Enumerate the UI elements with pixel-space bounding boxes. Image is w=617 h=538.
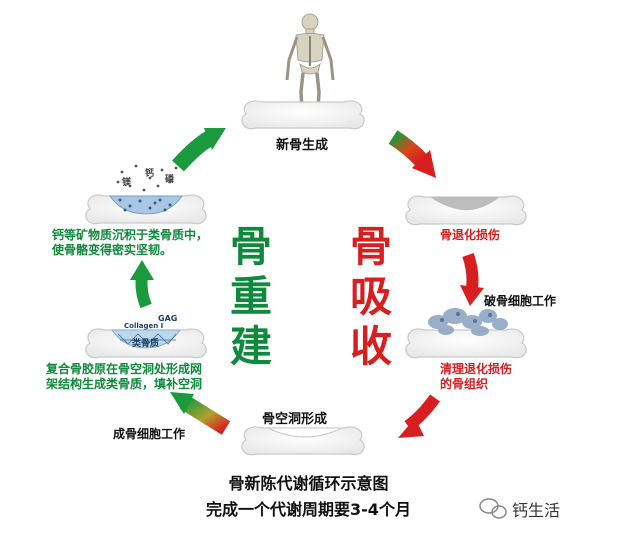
skeleton-icon [285, 13, 335, 115]
wechat-icon [479, 498, 507, 519]
stage-bone-cavity: 骨空洞形成 [262, 412, 328, 427]
bone-degraded [405, 195, 527, 226]
arrow-top-left [172, 128, 226, 172]
arrow-right-down [460, 253, 484, 306]
stage-collagen-fill: 复合骨胶原在骨空洞处形成网 架结构生成类骨质，填补空洞 [46, 362, 203, 391]
collagen-label: Collagen I [124, 322, 164, 330]
process-rebuild-text: 骨重建 [230, 222, 273, 371]
arrow-bottom-right [398, 394, 440, 438]
process-resorption-label: 骨吸收 [346, 222, 396, 372]
bone-osteoid [85, 328, 207, 359]
arrow-left-up [130, 260, 154, 309]
mineral-label-mg: 镁 [122, 178, 132, 188]
bone-clearing [405, 308, 527, 359]
process-rebuild-label: 骨重建 [226, 222, 276, 372]
stage-new-bone: 新骨生成 [276, 138, 329, 153]
caption-title: 骨新陈代谢循环示意图 [228, 474, 389, 493]
arrow-top-right [388, 130, 436, 178]
mineral-label-p: 磷 [165, 175, 175, 185]
mineral-label-ca: 钙 [145, 169, 155, 179]
caption-subtitle: 完成一个代谢周期要3-4个月 [206, 500, 411, 519]
bone-mineralized [85, 164, 207, 225]
bone-new [241, 100, 365, 130]
osteoid-label: 类骨质 [132, 339, 160, 349]
watermark-text: 钙生活 [512, 501, 561, 520]
gag-label: GAG [158, 314, 178, 323]
stage-clear-damaged: 清理退化损伤 的骨组织 [440, 362, 513, 391]
process-resorption-text: 骨吸收 [350, 222, 393, 371]
stage-osteoblast: 成骨细胞工作 [113, 427, 186, 441]
arrow-bottom-left [170, 392, 231, 435]
stage-bone-degradation: 骨退化损伤 [440, 228, 501, 242]
stage-mineral-deposit: 钙等矿物质沉积于类骨质中， 使骨骼变得密实坚韧。 [52, 228, 209, 257]
bone-cavity [241, 426, 365, 456]
stage-osteoclast: 破骨细胞工作 [484, 294, 557, 308]
